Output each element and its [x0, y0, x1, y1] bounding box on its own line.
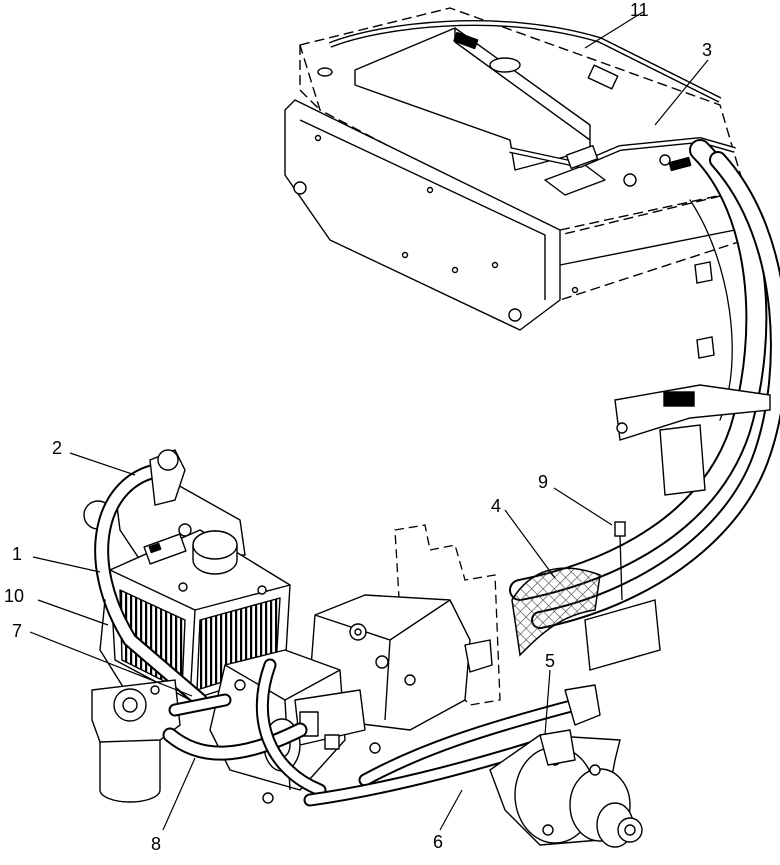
platform-frame: [284, 99, 561, 331]
callout-7: 7: [12, 621, 22, 641]
wheel-motor: [489, 684, 643, 848]
callout-6: 6: [433, 832, 443, 852]
main-hose-bundle: [509, 139, 780, 629]
cable-tie: [614, 521, 626, 601]
callout-11: 11: [630, 0, 649, 20]
hose-guard-sleeve: [511, 567, 601, 657]
callout-9: 9: [538, 472, 548, 492]
elbow-fitting-top: [149, 449, 186, 506]
callout-8: 8: [151, 834, 161, 854]
callout-leaders: [29, 11, 709, 831]
motor-hoses: [303, 698, 582, 807]
callout-5: 5: [545, 651, 555, 671]
hydraulic-filter: [91, 679, 181, 803]
callout-4: 4: [491, 496, 501, 516]
callout-10: 10: [4, 586, 24, 606]
hydraulic-pump-assembly: [209, 594, 493, 804]
callout-2: 2: [52, 438, 62, 458]
callout-1: 1: [12, 544, 22, 564]
callout-3: 3: [702, 40, 712, 60]
pump-hoses: [162, 658, 327, 797]
seat-platform-assembly: [284, 7, 761, 331]
callout-labels: 11 3 2 9 4 1 10 7 5 8 6: [4, 0, 712, 854]
cooler-hoses: [94, 462, 208, 708]
frame-bracket: [584, 261, 771, 671]
